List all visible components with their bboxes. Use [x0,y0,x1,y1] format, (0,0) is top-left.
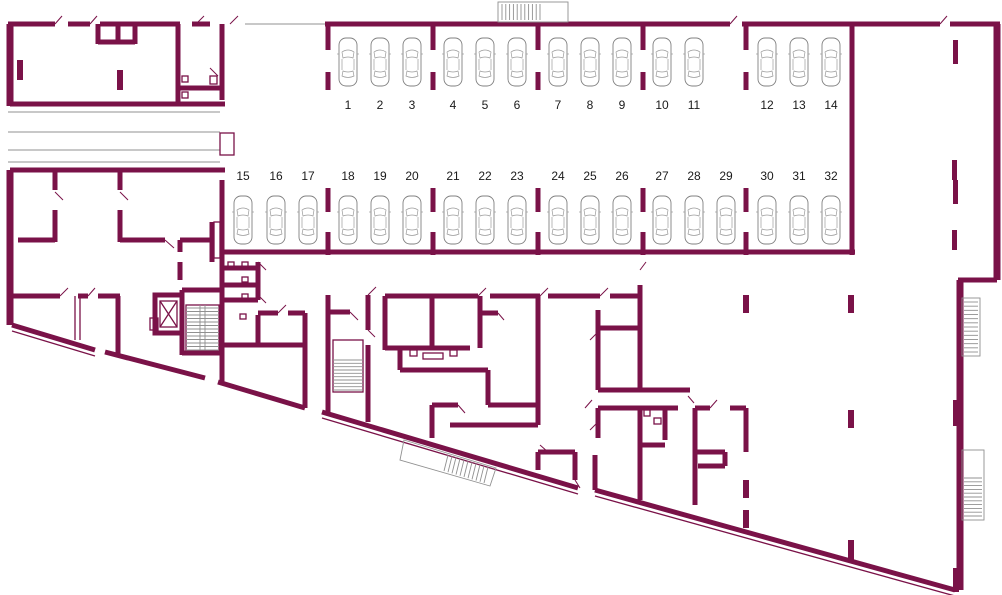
parking-space-number: 2 [377,98,384,112]
car-top-view-icon [474,195,496,245]
external-stairs-right-1 [961,297,981,357]
car-top-view-icon [232,195,254,245]
car-top-view-icon [820,195,842,245]
parking-space-number: 14 [824,98,838,112]
parking-space-number: 27 [655,169,669,183]
door-swings [54,15,948,489]
car-top-view-icon [651,37,673,87]
parking-space-number: 29 [719,169,733,183]
car-top-view-icon [506,195,528,245]
car-top-view-icon [297,195,319,245]
car-top-view-icon [756,37,778,87]
stair-flight-icon [332,339,364,393]
parking-space-number: 6 [514,98,521,112]
car-top-view-icon [401,37,423,87]
parking-space-number: 10 [655,98,669,112]
car-top-view-icon [611,37,633,87]
right-center-offices [535,285,749,505]
parking-space-number: 17 [301,169,315,183]
outer-walls [6,21,1001,595]
parking-space-number: 21 [446,169,460,183]
car-top-view-icon [337,37,359,87]
car-top-view-icon [683,195,705,245]
parking-space-number: 11 [688,98,701,112]
car-top-view-icon [756,195,778,245]
parking-space-number: 13 [792,98,806,112]
car-top-view-icon [611,195,633,245]
elevator-shaft-icon [159,300,178,328]
external-stairs-bottom [399,439,497,487]
car-top-view-icon [579,37,601,87]
parking-row-top [337,37,842,87]
stair-flight-icon [501,4,541,20]
car-top-view-icon [547,195,569,245]
parking-space-number: 12 [760,98,774,112]
car-top-view-icon [788,195,810,245]
toilet-fixture-icon [409,349,458,360]
external-stairs-top [497,1,569,23]
parking-space-number: 8 [587,98,594,112]
parking-hall-walls [219,24,855,255]
car-top-view-icon [579,195,601,245]
toilet-fixture-icon [227,261,249,320]
parking-space-number: 4 [450,98,457,112]
upper-left-rooms [17,24,222,104]
car-top-view-icon [683,37,705,87]
external-stairs-right-2 [961,449,985,521]
car-top-view-icon [715,195,737,245]
parking-space-number: 16 [269,169,283,183]
parking-space-number: 24 [551,169,565,183]
car-top-view-icon [442,37,464,87]
car-top-view-icon [401,195,423,245]
car-top-view-icon [474,37,496,87]
parking-space-number: 19 [373,169,387,183]
stair-flight-icon [964,477,982,517]
toilet-fixture-icon [643,409,662,425]
parking-space-number: 1 [345,98,352,112]
middle-office-block [382,293,541,438]
parking-space-number: 22 [478,169,492,183]
car-top-view-icon [788,37,810,87]
parking-space-number: 32 [824,169,838,183]
stairwell-2 [325,295,371,422]
car-top-view-icon [506,37,528,87]
parking-space-number: 20 [405,169,419,183]
parking-space-number: 31 [792,169,806,183]
stair-flight-icon [443,454,489,484]
car-top-view-icon [651,195,673,245]
lower-left-rooms [10,170,222,356]
parking-space-number: 28 [687,169,701,183]
parking-space-number: 25 [583,169,597,183]
parking-numbers-bottom: 15 16 17 18 19 20 21 22 23 24 25 26 27 28 29 30 31 32 [236,169,838,183]
parking-space-number: 26 [615,169,629,183]
parking-row-bottom [232,195,842,245]
right-hall [743,40,959,592]
car-top-view-icon [442,195,464,245]
parking-space-number: 9 [619,98,626,112]
parking-space-number: 23 [510,169,524,183]
car-top-view-icon [547,37,569,87]
car-top-view-icon [820,37,842,87]
parking-space-number: 7 [555,98,562,112]
stair-flight-icon [185,304,220,354]
parking-space-number: 15 [236,169,250,183]
parking-space-number: 30 [760,169,774,183]
car-top-view-icon [337,195,359,245]
parking-space-number: 3 [409,98,416,112]
parking-space-number: 5 [482,98,489,112]
central-service-rooms [219,255,308,408]
car-top-view-icon [265,195,287,245]
stair-flight-icon [964,301,978,353]
car-top-view-icon [369,195,391,245]
car-top-view-icon [369,37,391,87]
parking-space-number: 18 [341,169,355,183]
